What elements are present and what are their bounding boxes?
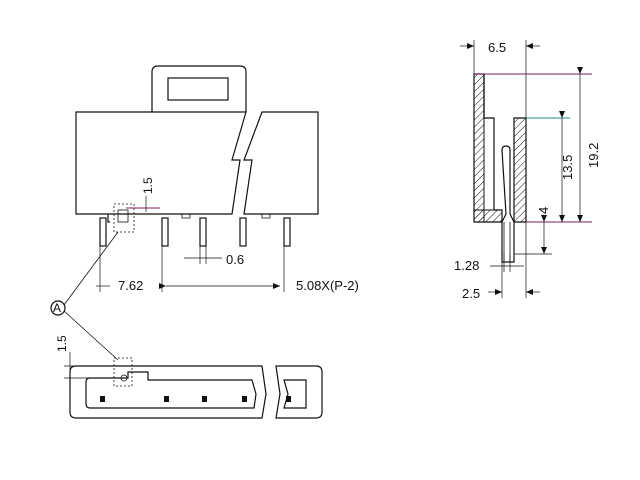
dim-pitch: 7.62 <box>118 278 143 293</box>
bottom-view: 1.5 <box>55 335 323 419</box>
pin-hole-5 <box>286 396 291 402</box>
bottom-housing-right <box>275 365 323 419</box>
side-view: 6.5 19.2 13.5 4 1.28 2.5 <box>454 40 601 301</box>
pin-4 <box>239 217 247 247</box>
pin-hole-1 <box>100 396 105 402</box>
dim-pin-width: 0.6 <box>226 252 244 267</box>
front-dimensions: 7.62 5.08X(P-2) 0.6 <box>96 246 359 293</box>
callout-a: A <box>50 231 119 361</box>
pin-5 <box>283 217 291 247</box>
dim-depth: 6.5 <box>488 40 506 55</box>
side-base-hatch <box>473 209 503 223</box>
dim-total-height: 19.2 <box>586 143 601 168</box>
housing-body-right <box>243 111 319 215</box>
dim-pitch-formula: 5.08X(P-2) <box>296 278 359 293</box>
dim-pin-depth: 4 <box>536 207 551 214</box>
dim-bottom-offset: 1.5 <box>55 335 69 352</box>
pin-1 <box>99 217 107 247</box>
pin-hole-3 <box>202 396 207 402</box>
bottom-inner-cavity <box>85 371 257 409</box>
dim-pin-offset: 1.5 <box>141 177 155 194</box>
pin-3 <box>199 217 207 247</box>
bottom-housing-left <box>69 365 267 419</box>
side-wall-hatch-left <box>473 73 485 223</box>
dim-pin-spacing: 2.5 <box>462 286 480 301</box>
latch-window <box>167 77 229 101</box>
callout-a-label: A <box>53 301 61 315</box>
pin-hole-4 <box>242 396 247 402</box>
side-pin <box>501 145 515 263</box>
latch-tab <box>151 65 247 112</box>
housing-body-left <box>75 111 247 215</box>
pin-2 <box>161 217 169 247</box>
side-wall-hatch-right <box>513 117 527 223</box>
detail-a-box-front <box>113 203 135 233</box>
detail-a-box-bottom <box>113 357 133 387</box>
pin-row <box>99 214 291 247</box>
pin-hole-2 <box>164 396 169 402</box>
dim-pin-thickness: 1.28 <box>454 258 479 273</box>
dim-inner-height: 13.5 <box>560 155 575 180</box>
front-view: 1.5 <box>75 65 319 247</box>
